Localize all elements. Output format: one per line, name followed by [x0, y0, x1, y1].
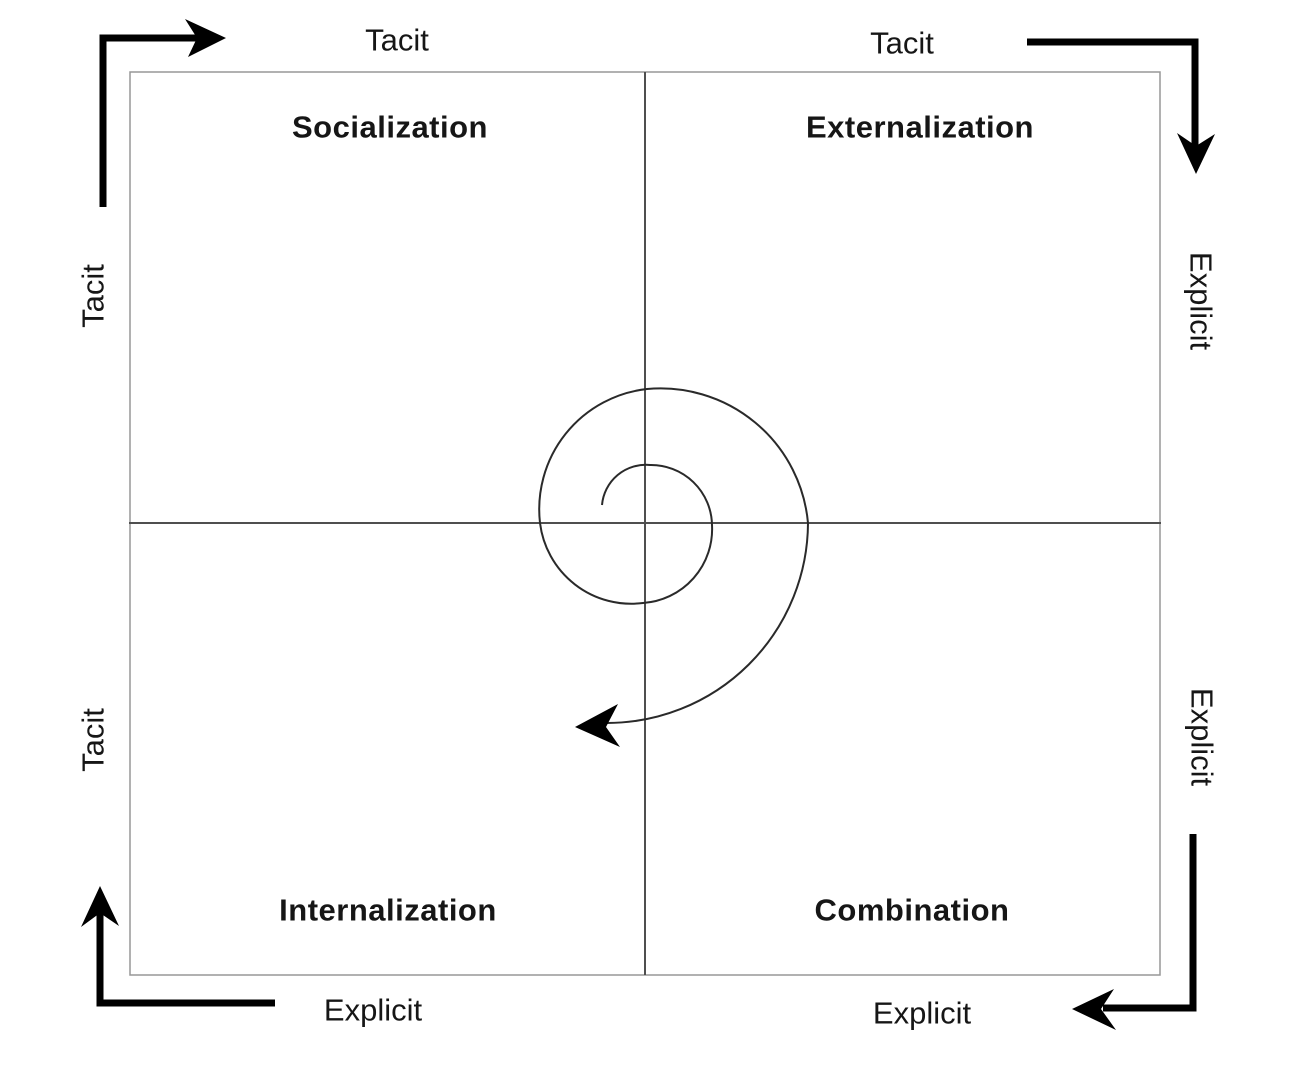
- quadrant-title-externalization: Externalization: [806, 109, 1034, 145]
- corner-arrow-top-right-shaft: [1027, 38, 1199, 146]
- edge-label-bottom-left-explicit: Explicit: [323, 992, 423, 1028]
- corner-arrow-bottom-right-head-icon: [1072, 989, 1116, 1030]
- corner-arrow-bottom-right-shaft: [1103, 834, 1197, 1012]
- edge-label-right-upper-explicit: Explicit: [1183, 251, 1219, 351]
- edge-label-bottom-right-explicit: Explicit: [872, 995, 972, 1031]
- spiral-arrowhead-icon: [575, 704, 620, 747]
- corner-arrow-top-left-head-icon: [185, 19, 226, 57]
- edge-label-top-right-tacit: Tacit: [870, 25, 934, 61]
- quadrant-title-combination: Combination: [814, 892, 1010, 928]
- corner-arrow-bottom-left-shaft: [96, 913, 275, 1007]
- edge-label-left-lower-tacit: Tacit: [75, 708, 111, 772]
- corner-arrow-bottom-left-head-icon: [81, 886, 119, 927]
- edge-label-right-lower-explicit: Explicit: [1184, 687, 1220, 787]
- corner-arrow-top-right-head-icon: [1177, 133, 1215, 174]
- knowledge-spiral: [538, 387, 810, 724]
- corner-arrow-top-left-shaft: [99, 34, 197, 207]
- quadrant-title-internalization: Internalization: [279, 892, 497, 928]
- edge-label-top-left-tacit: Tacit: [365, 22, 429, 58]
- quadrant-title-socialization: Socialization: [292, 109, 488, 145]
- edge-label-left-upper-tacit: Tacit: [75, 264, 111, 328]
